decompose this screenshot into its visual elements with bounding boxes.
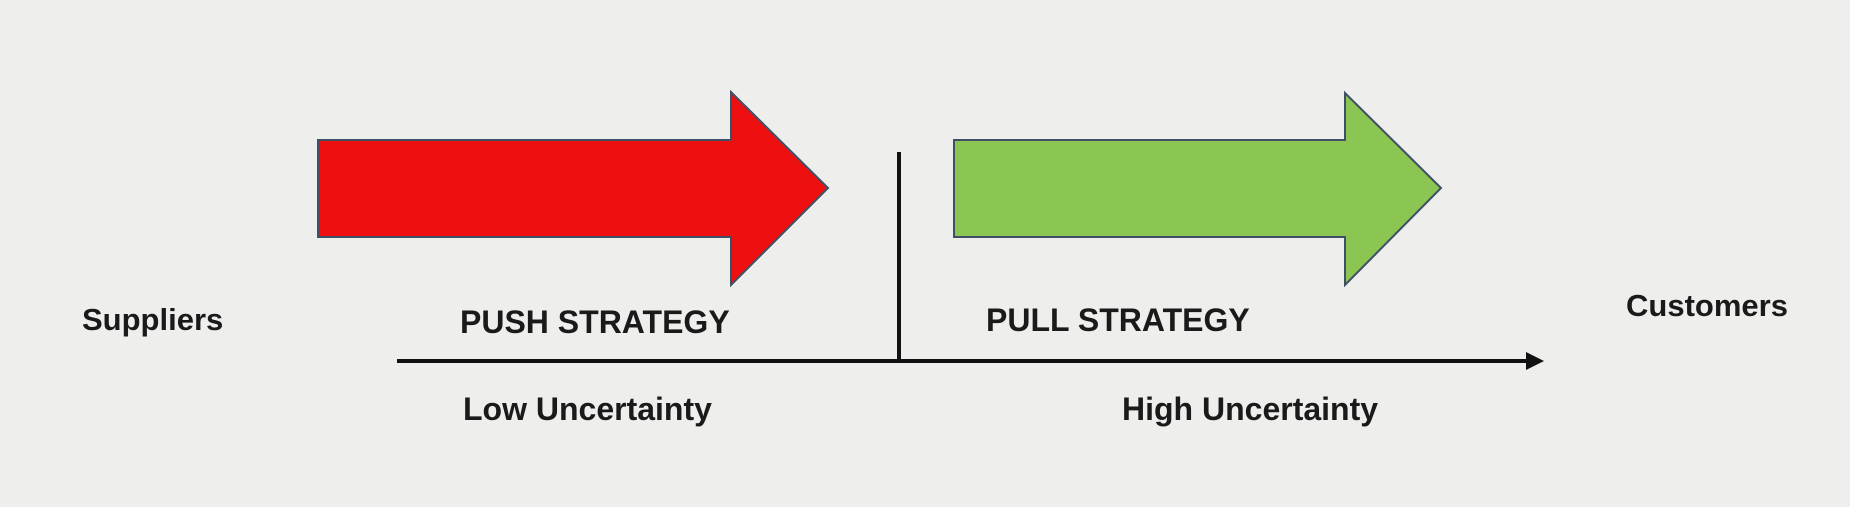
axis-arrowhead [1526,352,1544,370]
low-uncertainty-label: Low Uncertainty [463,391,712,427]
pull-strategy-label: PULL STRATEGY [986,302,1250,338]
push-arrow [317,89,830,288]
push-strategy-label: PUSH STRATEGY [460,304,730,340]
suppliers-label: Suppliers [82,302,224,337]
high-uncertainty-label: High Uncertainty [1122,391,1379,427]
pull-arrow [953,90,1443,288]
customers-label: Customers [1626,288,1788,323]
